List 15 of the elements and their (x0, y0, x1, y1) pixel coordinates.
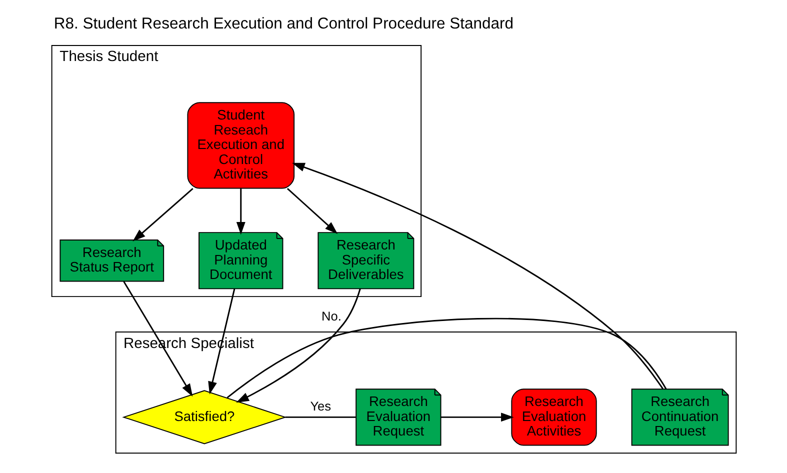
node-box: Research Evaluation Activities (510, 388, 596, 446)
edge-label: No. (321, 308, 341, 324)
node-box: Student Reseach Execution and Control Activities (186, 102, 294, 189)
arrow (132, 188, 193, 242)
arrow (236, 188, 245, 235)
node-diamond: Satisfied? (122, 390, 286, 444)
connector (284, 416, 356, 418)
arrow (286, 188, 338, 234)
arrow (208, 288, 235, 394)
edge-label: Yes (310, 398, 331, 414)
diagram-title: R8. Student Research Execution and Control Procedure Standard (53, 16, 514, 33)
connector (226, 318, 666, 398)
arrow (440, 412, 514, 422)
arrow (291, 162, 663, 390)
arrow (236, 288, 360, 403)
